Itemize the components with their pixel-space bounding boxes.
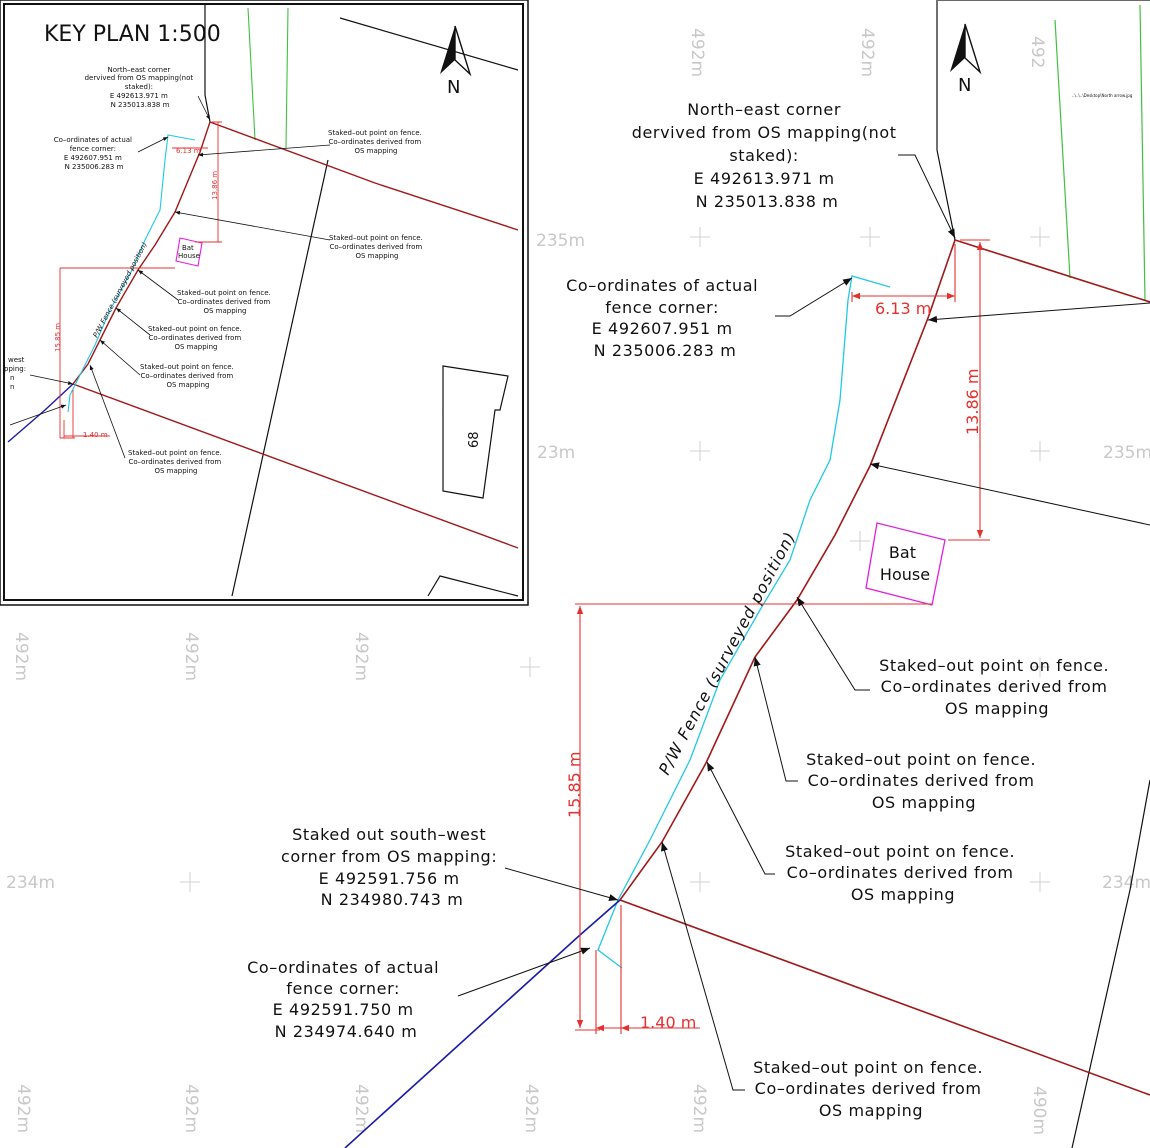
leader-lines [457,154,1150,1091]
grid-label: 492m [13,1084,33,1133]
grid-label: 492m [351,1084,371,1133]
bat-house-label: Bat House [880,543,930,584]
actual-ne-corner-note: Co–ordinates of actual fence corner: E 4… [54,136,135,171]
surveyed-fence-line [597,275,891,969]
bat-house-label: Bat House [178,244,200,260]
dim-15-85: 15.85 m [565,752,584,818]
grid-crosses [180,227,1050,892]
staked-point-note: Staked–out point on fence. Co–ordinates … [177,289,273,315]
grid-label: 492m [521,1084,541,1133]
dim-13-86: 13.86 m [211,171,219,200]
dim-1-40: 1.40 m [640,1013,696,1032]
staked-point-note: Staked–out point on fence. Co–ordinates … [879,656,1115,718]
actual-sw-corner-note: Co–ordinates of actual fence corner: E 4… [247,958,445,1041]
svg-text:N: N [447,77,460,98]
svg-text:N: N [958,75,971,96]
grid-label: 492m [181,1084,201,1133]
dim-6-13: 6.13 m [176,147,201,155]
grid-label: 492m [687,28,707,77]
ne-corner-note: North–east corner dervived from OS mappi… [632,100,903,211]
dim-6-13: 6.13 m [875,299,931,318]
sw-corner-note: Staked out south–west corner from OS map… [281,825,503,909]
key-plan-inset: KEY PLAN 1:500 N 68 [0,0,529,606]
grid-label: 234m [6,873,55,893]
dim-1-40: 1.40 m [83,431,108,439]
grid-label: 23m [537,443,575,463]
key-plan-title: KEY PLAN 1:500 [44,22,221,47]
dimensions [575,239,990,1034]
north-arrow-icon: N [950,23,982,96]
grid-label: 492m [11,632,31,681]
staked-point-note: Staked–out point on fence. Co–ordinates … [148,325,244,351]
staked-point-note: Staked–out point on fence. Co–ordinates … [328,129,424,155]
ne-corner-note: North–east corner dervived from OS mappi… [85,66,196,109]
grid-label: 492m [857,28,877,77]
grid-label: 234m [1102,873,1150,893]
actual-ne-corner-note: Co–ordinates of actual fence corner: E 4… [566,276,764,360]
staked-point-note: Staked–out point on fence. Co–ordinates … [128,449,224,475]
staked-point-note: Staked–out point on fence. Co–ordinates … [329,234,425,260]
property-lines [936,0,1150,1148]
sw-corner-note-partial: west pping: n n [4,356,28,391]
bat-house [865,522,946,606]
path-note: ..\..\..\Desktop\North arrow.jpg [1072,93,1133,98]
staked-point-note: Staked–out point on fence. Co–ordinates … [140,363,236,389]
staked-point-note: Staked–out point on fence. Co–ordinates … [753,1058,989,1120]
dim-13-86: 13.86 m [963,369,982,435]
staked-point-note: Staked–out point on fence. Co–ordinates … [806,750,1042,812]
grid-label: 490m [1029,1086,1049,1135]
grid-label: 492 [1027,36,1047,68]
grid-label: 492m [181,632,201,681]
grid-label: 235m [536,231,585,251]
fence-label: P/W Fence (surveyed position) [655,528,800,778]
building-number: 68 [467,431,482,448]
staked-point-note: Staked–out point on fence. Co–ordinates … [785,842,1021,904]
dim-15-85: 15.85 m [54,323,62,352]
bat-house [175,237,203,267]
grid-label: 235m [1103,443,1150,463]
grid-label: 492m [689,1084,709,1133]
hedge-lines [1054,4,1146,301]
grid-labels: 492m 492m 492 235m 23m 235m 234m 234m 49… [6,28,1150,1135]
grid-label: 492m [351,632,371,681]
